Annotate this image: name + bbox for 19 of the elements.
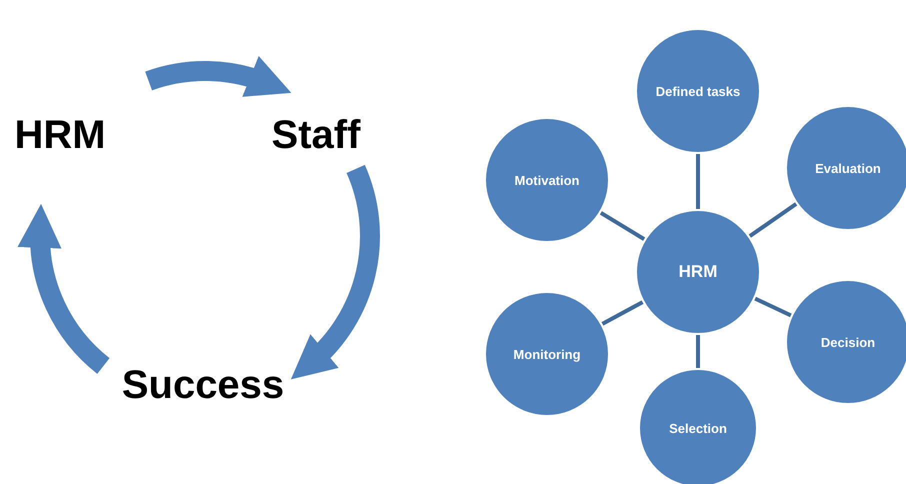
- node-label: Defined tasks: [654, 84, 742, 98]
- connector-line: [748, 202, 798, 238]
- connector-line: [696, 154, 700, 209]
- connector-line: [696, 335, 700, 368]
- node-label: Evaluation: [814, 160, 882, 176]
- curved-arrow: [18, 204, 110, 374]
- curved-arrow: [146, 56, 292, 98]
- connector-line: [601, 300, 644, 326]
- cycle-label: Staff: [272, 113, 360, 157]
- connector-line: [600, 211, 646, 241]
- node-label: Monitoring: [512, 346, 582, 362]
- connector-line: [754, 296, 792, 318]
- node-label: Selection: [668, 420, 728, 436]
- curved-arrow: [292, 165, 380, 381]
- node-label: HRM: [678, 262, 718, 282]
- node-label: Motivation: [514, 172, 580, 188]
- cycle-label: HRM: [14, 113, 106, 157]
- node-label: Decision: [820, 334, 876, 350]
- cycle-label: Success: [122, 363, 284, 407]
